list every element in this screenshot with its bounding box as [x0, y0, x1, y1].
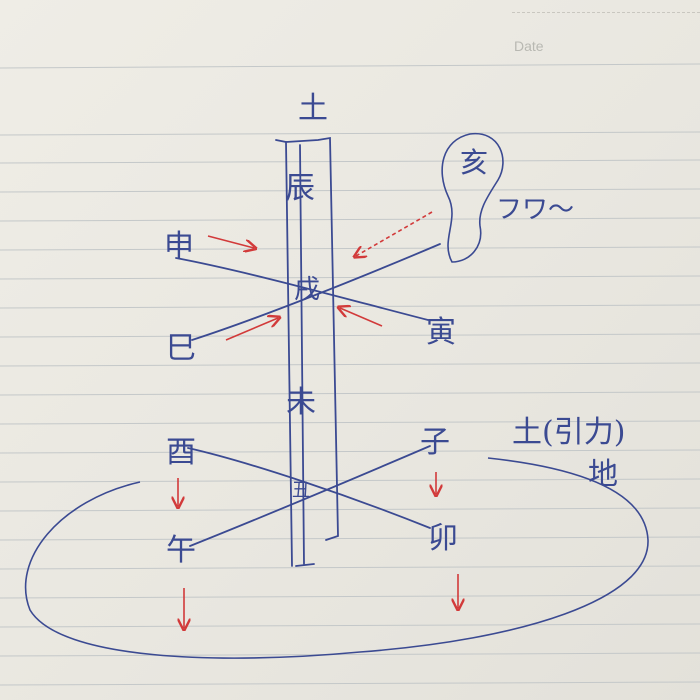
- label-top-earth: 土: [298, 91, 328, 126]
- label-wu: 午: [166, 533, 196, 568]
- arrow-si: [225, 318, 278, 341]
- label-column-xu: 戌: [294, 275, 320, 305]
- side-note-ground: 地: [588, 457, 618, 492]
- label-yin: 寅: [426, 315, 456, 350]
- label-mao: 卯: [428, 521, 458, 556]
- label-column-chou: 丑: [292, 480, 310, 501]
- label-column-chen: 辰: [285, 171, 315, 206]
- label-si: 巳: [166, 331, 196, 366]
- force-arrows: [178, 211, 458, 628]
- label-fuwa: フワ〜: [496, 195, 574, 225]
- date-rule: [512, 12, 700, 13]
- side-note-gravity: 土(引力): [512, 415, 625, 450]
- label-column-wei: 未: [286, 385, 316, 420]
- arrow-shen: [207, 235, 254, 248]
- ruled-lines: [0, 63, 700, 686]
- arrow-yin: [340, 308, 383, 327]
- branch-lines: [175, 243, 441, 547]
- arrow-hai: [356, 211, 433, 256]
- date-label: Date: [514, 38, 544, 54]
- earth-column: [275, 136, 339, 567]
- balloon-outline: [441, 132, 504, 263]
- earth-oval: [24, 457, 649, 659]
- label-shen: 申: [164, 229, 194, 264]
- label-hai: 亥: [460, 146, 488, 179]
- label-zi: 子: [420, 425, 450, 460]
- label-you: 酉: [166, 435, 196, 470]
